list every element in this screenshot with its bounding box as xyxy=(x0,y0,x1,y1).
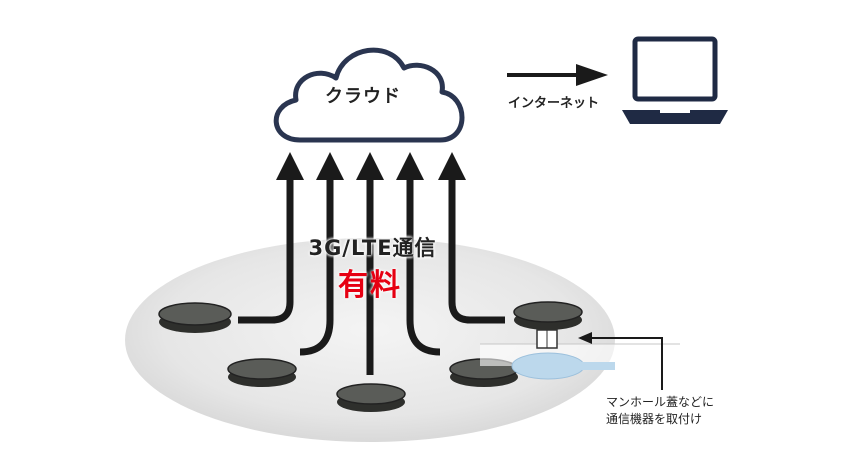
manhole-icon xyxy=(513,301,583,330)
uplink-arrow-4 xyxy=(406,175,441,356)
manhole-icon xyxy=(336,383,406,412)
internet-arrow-icon xyxy=(507,64,608,86)
internet-label: インターネット xyxy=(508,96,600,111)
manhole-icon xyxy=(158,302,232,333)
uplink-arrows xyxy=(238,175,505,375)
uplink-arrow-1 xyxy=(238,175,294,324)
cloud-label: クラウド xyxy=(325,86,401,107)
network-label: 3G/LTE通信 xyxy=(308,236,437,260)
callout-arrow-icon xyxy=(578,332,663,390)
uplink-arrow-5 xyxy=(448,175,505,324)
manhole-icon xyxy=(227,358,297,387)
uplink-arrowheads xyxy=(276,152,466,180)
cloud-icon xyxy=(273,47,465,143)
device-icon xyxy=(480,329,680,380)
callout-text-line: マンホール蓋などに xyxy=(606,395,715,409)
laptop-icon xyxy=(622,36,728,124)
cost-label: 有料 xyxy=(338,268,402,303)
uplink-arrow-2 xyxy=(299,175,334,356)
callout-text-line: 通信機器を取付け xyxy=(606,412,703,426)
